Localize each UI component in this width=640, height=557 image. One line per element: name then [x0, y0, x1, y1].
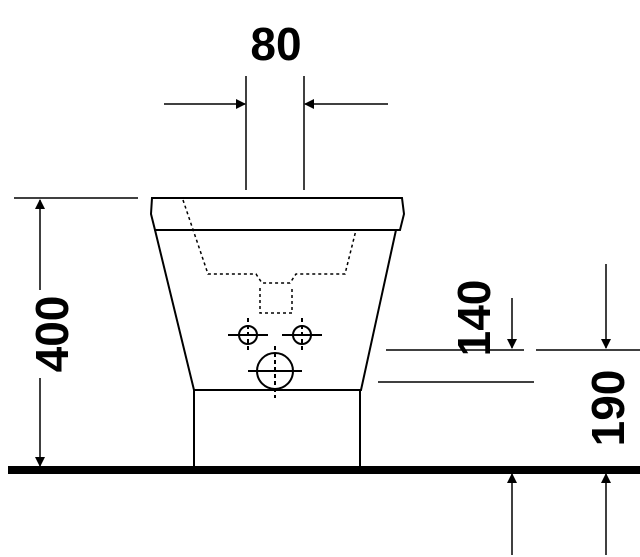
dimension-190-label: 190 [582, 370, 634, 447]
dimension-400-label: 400 [26, 296, 78, 373]
bidet-rim [149, 197, 406, 231]
outlet-hole-icon [248, 346, 302, 398]
left-tap-hole-icon [228, 318, 268, 352]
bidet-body [149, 197, 406, 469]
right-tap-hole-icon [282, 318, 322, 352]
fitting-symbols [228, 318, 322, 398]
dimension-80-label: 80 [250, 18, 301, 70]
inner-bowl-dashed [182, 199, 357, 284]
dimension-140 [378, 298, 534, 555]
dimension-190 [536, 264, 640, 555]
dimension-80 [164, 76, 388, 190]
drain-box-dashed [259, 288, 293, 314]
bidet-pedestal [193, 390, 361, 469]
dimension-400 [14, 197, 138, 467]
dimension-140-label: 140 [448, 280, 500, 357]
bidet-bowl [154, 229, 397, 391]
hidden-lines [182, 199, 357, 314]
